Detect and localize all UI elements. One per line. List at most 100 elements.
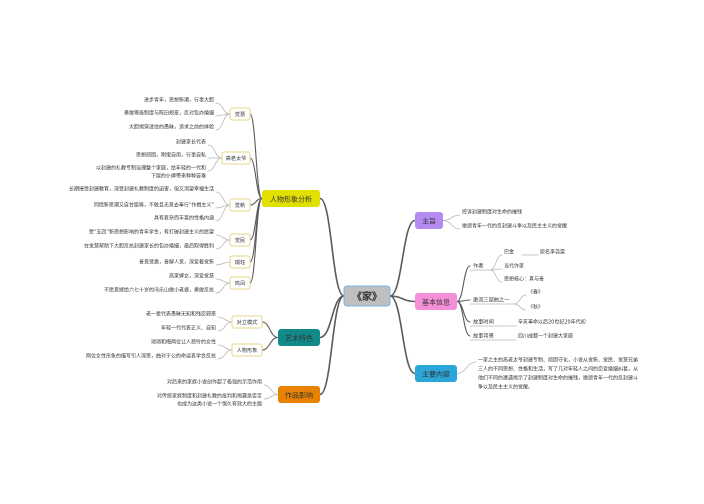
leaf-connector (215, 102, 231, 115)
leaf-text: 思想顽固，刚愎自用，行事自私 (136, 152, 206, 159)
leaf-connector (215, 239, 231, 250)
branch-theme[interactable] (415, 212, 443, 229)
leaf-text: 同情新思潮又自甘屈辱，不敢且无意去奉行“作揖主义” (94, 202, 215, 209)
group-gaolaotaiye[interactable] (221, 151, 251, 165)
group-connector-juexin (249, 113, 263, 200)
branch-influence[interactable] (278, 386, 320, 403)
sub-connector (513, 303, 527, 311)
leaf-connector (263, 394, 279, 400)
leaf-connector (215, 191, 231, 206)
branch-art[interactable] (278, 329, 320, 346)
sub-label-modern: 当代作家 (504, 263, 524, 270)
leaf-connector (442, 220, 461, 230)
group-juemin[interactable] (229, 233, 251, 247)
branch-label-art: 艺术特色 (285, 334, 313, 343)
sub-label-spring: 《春》 (528, 289, 543, 296)
branch-label-content: 主要内容 (422, 370, 450, 379)
leaf-connector (215, 278, 231, 284)
group-ruijue[interactable] (229, 255, 251, 269)
sub-connector (489, 269, 503, 283)
leaf-connector (217, 316, 233, 323)
branch-connector-content (389, 295, 416, 375)
nodes: 《家》人物形象分析艺术特色作品影响主旨基本信息主要内容觉慧进步青年，思想新潮，行… (69, 97, 638, 408)
leaf-connector (442, 214, 461, 221)
group-label-setting: 故事背景 (473, 332, 494, 340)
group-label-time: 故事时间 (473, 318, 494, 326)
leaf-text: 进步青年，思想新潮，行事大胆 (144, 97, 214, 104)
leaf-text: 对传统家族制度和封建礼教的批判和揭露是否定 (157, 393, 262, 400)
leaf-text: 歌颂青年一代的反封建斗争以及民主主义的觉醒 (462, 223, 567, 230)
branch-characters[interactable] (262, 190, 320, 207)
sub-connector (489, 254, 503, 271)
leaf-text: 长期接受封建教育，深受封建礼教制度的迫害，但又渴望幸福生活 (69, 186, 214, 193)
group-connector-author (456, 265, 471, 303)
branch-content[interactable] (415, 365, 457, 382)
leaf-text: 勇敢等级制度与陈旧规章，反对包办婚姻 (124, 110, 214, 117)
leaf-connector (456, 361, 477, 374)
sub-label-origin: 巴金 (504, 249, 514, 256)
leaf-text: 具有复杂而丰富的性格内涵 (154, 215, 214, 222)
branch-connector-art (319, 295, 345, 339)
content-line: 他们不同的遭遇揭示了封建制度对生命的摧残，歌颂青年一代的反封建斗 (478, 375, 638, 382)
group-juexin[interactable] (229, 107, 251, 121)
leaf-text: 也成为这类小说一个恒久有效大的主题 (177, 401, 262, 408)
group-mingfeng[interactable] (229, 276, 251, 290)
root-label: 《家》 (352, 290, 382, 303)
sub-connector (513, 294, 527, 305)
branch-label-basic: 基本信息 (422, 298, 450, 307)
leaf-connector (215, 282, 231, 294)
group-label-juemin: 觉民 (235, 236, 245, 244)
leaf-text: 琐琐和梅两位让人悲怜的女性 (151, 339, 216, 346)
leaf-connector (207, 157, 223, 172)
group-connector-mingfeng (249, 197, 263, 284)
leaf-connector (215, 261, 231, 266)
sub-label-autumn: 《秋》 (528, 304, 543, 311)
leaf-connector (217, 349, 233, 360)
leaf-text: 下层的仆婢带来种种苦难 (151, 173, 206, 180)
group-label-mingfeng: 鸣凤 (235, 279, 246, 287)
group-label-trilogy: 激流三部曲之一 (473, 296, 509, 304)
leaf-text: 受“五四”新思想影响的青年学生，有打破封建主义的愿望 (89, 229, 214, 236)
leaf-text: 以封建的礼教专制治理整个家庭，给年轻的一代和 (96, 165, 206, 172)
group-label-ruijue: 瑞珏 (235, 258, 245, 266)
leaf-connector (215, 204, 231, 222)
branch-label-characters: 人物形象分析 (270, 195, 312, 204)
leaf-connector (263, 384, 279, 395)
leaf-text: 老一辈代表愚昧无知和残忍邪恶 (146, 311, 216, 318)
group-connector-gaolaotaiye (249, 157, 263, 200)
root-node[interactable] (343, 285, 391, 307)
group-juexin2[interactable] (229, 198, 251, 212)
leaf-connector (215, 113, 231, 131)
leaf-text: 辛亥革命以后20世纪20年代初 (518, 319, 586, 326)
leaf-text: 封建家长代表 (176, 139, 206, 146)
group-label-gaolaotaiye: 高老太爷 (226, 154, 247, 162)
leaf-text: 大胆揭穿迷信的愚昧，追求之前的体验 (129, 124, 214, 131)
group-portrait[interactable] (231, 343, 263, 357)
leaf-text: 四川成都一个封建大家庭 (518, 333, 573, 340)
content-line: 三人的不同思想、性格和生活，写了几对年轻人之间的恋爱婚姻纠葛，从 (478, 366, 638, 373)
leaf-text: 原名李尧棠 (540, 249, 565, 256)
group-connector-contrast (261, 321, 279, 339)
group-label-author: 作者 (473, 262, 483, 270)
leaf-text: 年轻一代代表正义、自知 (161, 325, 216, 332)
leaf-text: 不愿意嫁给六七十岁的冯乐山做小老婆，勇敢反抗 (104, 287, 214, 294)
leaf-text: 高家婢女，深爱觉慧 (169, 273, 214, 280)
content-line: 一家之主的高老太爷封建专制、顽固守化，小说从觉新、觉民、觉慧兄弟 (478, 357, 638, 364)
leaf-connector (215, 234, 231, 241)
branch-basic[interactable] (415, 293, 457, 310)
leaf-connector (207, 144, 223, 159)
leaf-connector (217, 321, 233, 332)
group-label-juexin: 觉慧 (235, 110, 245, 118)
connectors (207, 102, 539, 400)
sub-label-core: 思想核心：真与善 (504, 276, 544, 283)
group-label-contrast: 对立模式 (237, 318, 259, 326)
leaf-connector (217, 344, 233, 351)
group-connector-setting (456, 300, 471, 337)
content-line: 争以及民主主义的觉醒。 (478, 384, 533, 391)
group-label-portrait: 人物形象 (237, 346, 258, 354)
leaf-text: 对后来的家族小说创作起了极强的示范作用 (167, 379, 262, 386)
branch-label-theme: 主旨 (422, 217, 436, 226)
group-contrast[interactable] (231, 315, 263, 329)
leaf-text: 善良贤惠，善解人意，深爱着觉新 (139, 259, 214, 266)
